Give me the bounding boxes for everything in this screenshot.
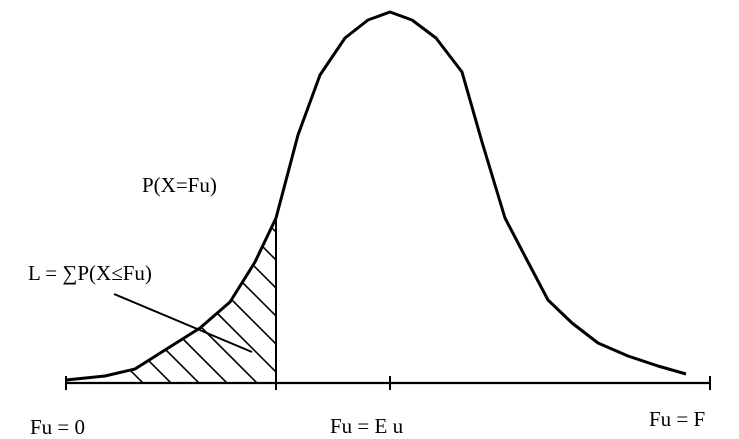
density-label: P(X=Fu) [142, 173, 217, 197]
loss-leader-line [113, 293, 253, 353]
tick-label-right: Fu = F [649, 407, 705, 431]
distribution-curve [65, 10, 687, 382]
tick-label-left: Fu = 0 [30, 415, 85, 439]
loss-label: L = ∑P(X≤Fu) [28, 261, 152, 285]
tick-label-mid: Fu = E u [330, 414, 404, 438]
